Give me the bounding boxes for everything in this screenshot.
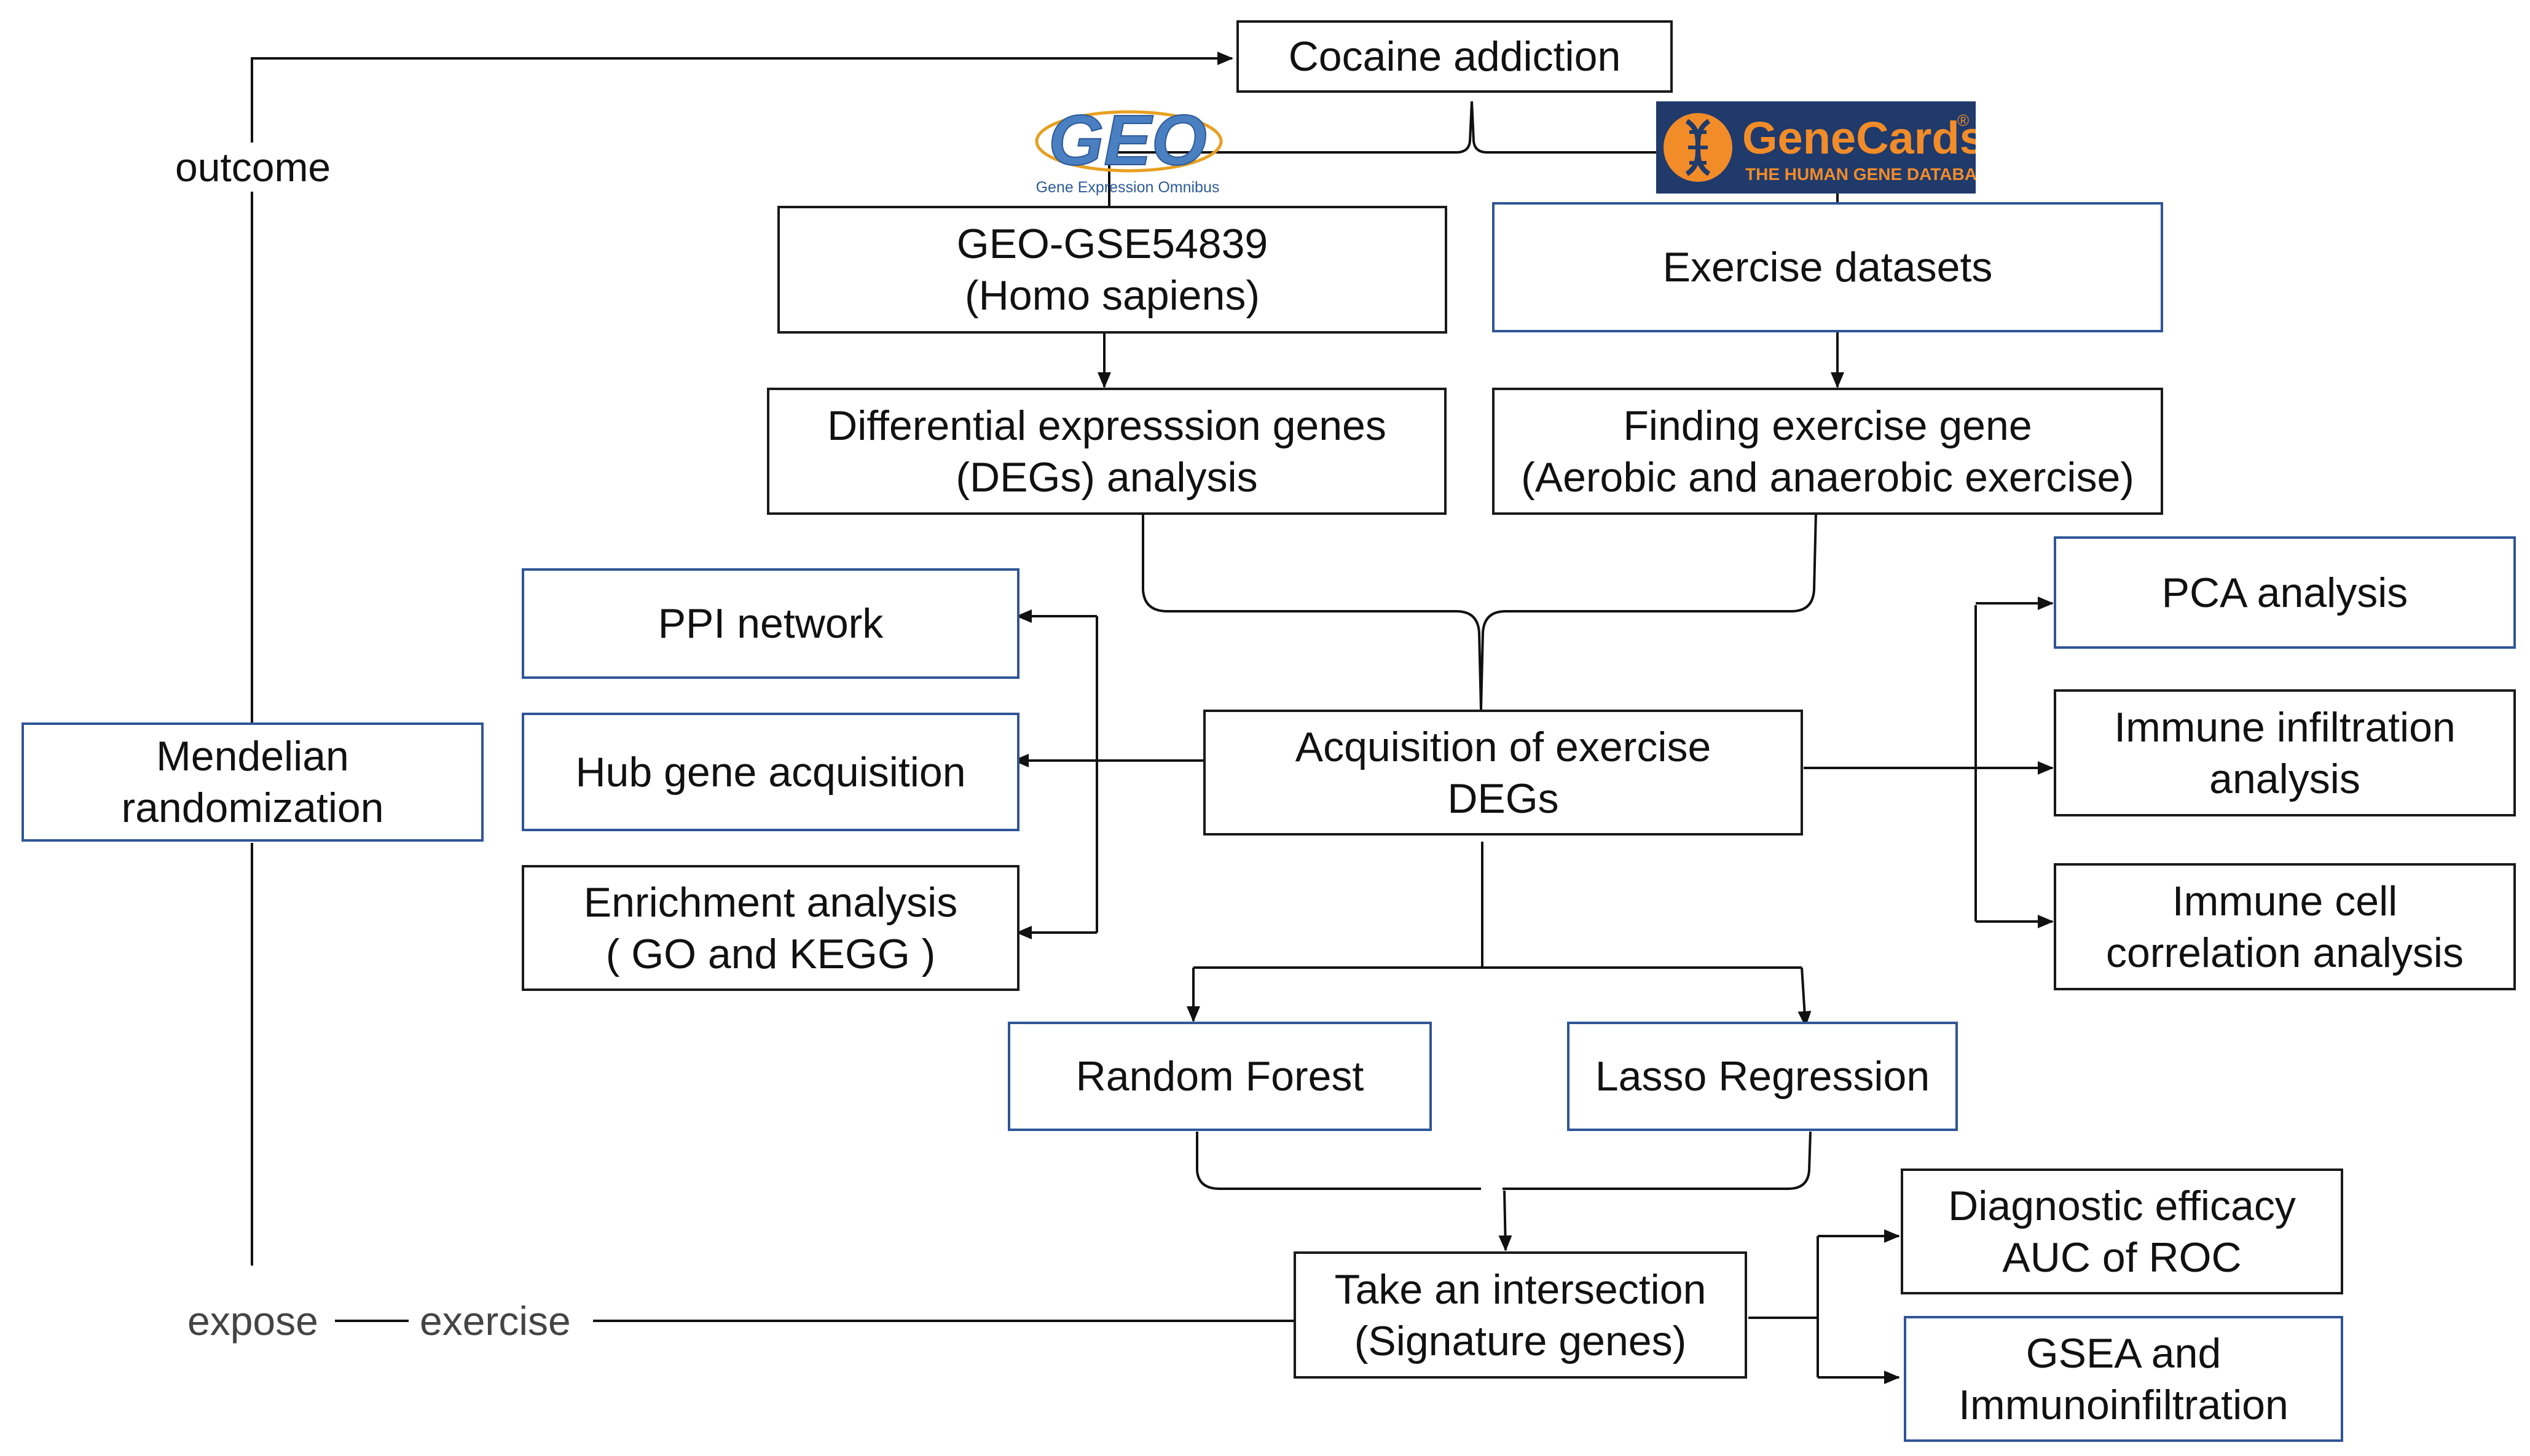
lasso-regression-text: Lasso Regression bbox=[1595, 1053, 1930, 1100]
finding-exercise-gene-box: Finding exercise gene (Aerobic and anaer… bbox=[1492, 388, 2163, 515]
hub-gene-text: Hub gene acquisition bbox=[575, 748, 966, 796]
cocaine-addiction-text: Cocaine addiction bbox=[1288, 33, 1621, 80]
geo-dataset-box: GEO-GSE54839 (Homo sapiens) bbox=[777, 206, 1447, 334]
pca-analysis-text: PCA analysis bbox=[2161, 569, 2408, 616]
immune-cell-correlation-box: Immune cell correlation analysis bbox=[2054, 863, 2516, 990]
ppi-network-box: PPI network bbox=[522, 568, 1019, 679]
split-to-lasso-arrow bbox=[1797, 967, 1812, 1027]
random-forest-box: Random Forest bbox=[1008, 1022, 1432, 1131]
outcome-label: outcome bbox=[175, 143, 331, 192]
hub-gene-box: Hub gene acquisition bbox=[522, 713, 1019, 831]
lasso-regression-box: Lasso Regression bbox=[1567, 1022, 1958, 1131]
mendelian-randomization-box: Mendelian randomization bbox=[22, 722, 484, 842]
genecards-tagline: THE HUMAN GENE DATABASE bbox=[1745, 165, 1976, 184]
geo-wordmark: GEO bbox=[1048, 103, 1207, 180]
expose-label: expose bbox=[187, 1296, 318, 1345]
genecards-logo: GeneCards ® THE HUMAN GENE DATABASE bbox=[1656, 101, 2000, 194]
cocaine-addiction-box: Cocaine addiction bbox=[1236, 20, 1673, 93]
gsea-box: GSEA and Immunoinfiltration bbox=[1904, 1316, 2343, 1442]
intersection-box: Take an intersection (Signature genes) bbox=[1294, 1251, 1747, 1379]
geo-dataset-text: GEO-GSE54839 (Homo sapiens) bbox=[956, 221, 1268, 319]
exercise-datasets-box: Exercise datasets bbox=[1492, 202, 2163, 332]
diagnostic-efficacy-box: Diagnostic efficacy AUC of ROC bbox=[1901, 1168, 2343, 1294]
genecards-registered-mark: ® bbox=[1957, 111, 1969, 130]
ppi-network-text: PPI network bbox=[658, 600, 884, 647]
diagnostic-efficacy-text: Diagnostic efficacy AUC of ROC bbox=[1948, 1182, 2296, 1281]
acquisition-degs-text: Acquisition of exercise DEGs bbox=[1295, 723, 1711, 822]
immune-cell-correlation-text: Immune cell correlation analysis bbox=[2105, 877, 2464, 976]
pca-analysis-box: PCA analysis bbox=[2054, 536, 2516, 649]
enrichment-analysis-text: Enrichment analysis ( GO and KEGG ) bbox=[583, 879, 958, 977]
immune-infiltration-text: Immune infiltration analysis bbox=[2114, 703, 2456, 802]
degs-analysis-text: Differential expresssion genes (DEGs) an… bbox=[827, 402, 1386, 501]
merge-bottom bbox=[1196, 1131, 1812, 1190]
immune-infiltration-box: Immune infiltration analysis bbox=[2054, 689, 2516, 816]
outcome-connector bbox=[251, 52, 1233, 725]
merge-brace bbox=[1142, 512, 1817, 710]
degs-analysis-box: Differential expresssion genes (DEGs) an… bbox=[767, 388, 1447, 515]
mendelian-randomization-text: Mendelian randomization bbox=[121, 733, 384, 831]
cocaine-brace bbox=[1109, 101, 1839, 203]
geo-tagline: Gene Expression Omnibus bbox=[1036, 179, 1220, 196]
geo-logo: GEO Gene Expression Omnibus bbox=[1017, 100, 1238, 202]
exercise-datasets-text: Exercise datasets bbox=[1662, 244, 1993, 291]
geo-logo-graphic: GEO Gene Expression Omnibus bbox=[1035, 100, 1223, 196]
finding-exercise-gene-text: Finding exercise gene (Aerobic and anaer… bbox=[1521, 402, 2134, 501]
gsea-text: GSEA and Immunoinfiltration bbox=[1958, 1329, 2288, 1428]
genecards-logo-graphic: GeneCards ® THE HUMAN GENE DATABASE bbox=[1664, 111, 2000, 184]
merge-to-intersection-arrow bbox=[1498, 1190, 1512, 1251]
enrichment-analysis-box: Enrichment analysis ( GO and KEGG ) bbox=[522, 865, 1019, 991]
genecards-wordmark: GeneCards bbox=[1742, 112, 1976, 163]
random-forest-text: Random Forest bbox=[1075, 1053, 1364, 1100]
intersection-text: Take an intersection (Signature genes) bbox=[1334, 1266, 1707, 1364]
acquisition-degs-box: Acquisition of exercise DEGs bbox=[1203, 710, 1803, 836]
exercise-label: exercise bbox=[420, 1296, 571, 1345]
